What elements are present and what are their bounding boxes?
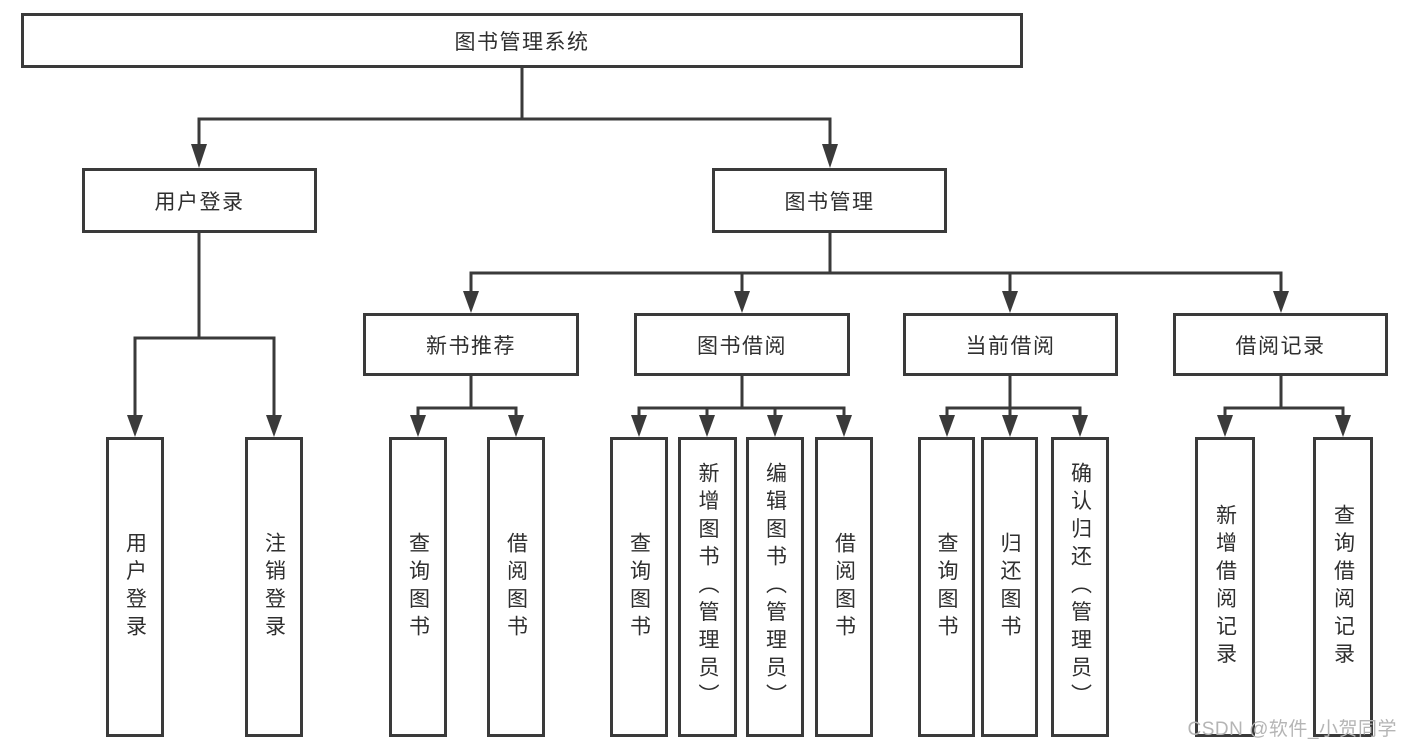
arrowhead-icon <box>508 415 524 437</box>
node-user-login: 用户登录 <box>82 168 317 233</box>
node-new-book-recommend: 新书推荐 <box>363 313 579 376</box>
arrowhead-icon <box>1002 291 1018 313</box>
arrowhead-icon <box>266 415 282 437</box>
node-borrow-records: 借阅记录 <box>1173 313 1388 376</box>
arrowhead-icon <box>631 415 647 437</box>
leaf-query-books-borrow: 查询图书 <box>610 437 668 737</box>
arrowhead-icon <box>127 415 143 437</box>
connector-root <box>197 66 832 152</box>
leaf-borrow-books-recommend: 借阅图书 <box>487 437 545 737</box>
leaf-borrow-books: 借阅图书 <box>815 437 873 737</box>
node-book-borrow: 图书借阅 <box>634 313 850 376</box>
connector-new-book-recommend <box>416 374 518 423</box>
arrowhead-icon <box>191 144 207 168</box>
node-root: 图书管理系统 <box>21 13 1023 68</box>
arrowhead-icon <box>1273 291 1289 313</box>
leaf-query-borrow-record: 查询借阅记录 <box>1313 437 1373 737</box>
connector-user-login <box>133 231 276 423</box>
connector-borrow-records <box>1223 374 1345 423</box>
arrowhead-icon <box>1002 415 1018 437</box>
arrowhead-icon <box>939 415 955 437</box>
leaf-logout: 注销登录 <box>245 437 303 737</box>
leaf-add-book-admin: 新增图书（管理员） <box>678 437 737 737</box>
leaf-query-books-current: 查询图书 <box>918 437 975 737</box>
leaf-query-books-recommend: 查询图书 <box>389 437 447 737</box>
node-current-borrow: 当前借阅 <box>903 313 1118 376</box>
arrowhead-icon <box>699 415 715 437</box>
arrowhead-icon <box>463 291 479 313</box>
arrowhead-icon <box>1335 415 1351 437</box>
arrowhead-icon <box>1217 415 1233 437</box>
leaf-edit-book-admin: 编辑图书（管理员） <box>746 437 804 737</box>
arrowhead-icon <box>1072 415 1088 437</box>
csdn-watermark: CSDN @软件_小贺同学 <box>1187 719 1397 740</box>
connector-book-borrow <box>637 374 846 423</box>
leaf-return-books: 归还图书 <box>981 437 1038 737</box>
leaf-add-borrow-record: 新增借阅记录 <box>1195 437 1255 737</box>
arrowhead-icon <box>836 415 852 437</box>
leaf-user-login: 用户登录 <box>106 437 164 737</box>
arrowhead-icon <box>822 144 838 168</box>
arrowhead-icon <box>410 415 426 437</box>
connector-book-management <box>469 231 1283 299</box>
arrowhead-icon <box>734 291 750 313</box>
leaf-confirm-return-admin: 确认归还（管理员） <box>1051 437 1109 737</box>
arrowhead-icon <box>767 415 783 437</box>
node-book-management: 图书管理 <box>712 168 947 233</box>
connector-current-borrow <box>945 374 1082 423</box>
